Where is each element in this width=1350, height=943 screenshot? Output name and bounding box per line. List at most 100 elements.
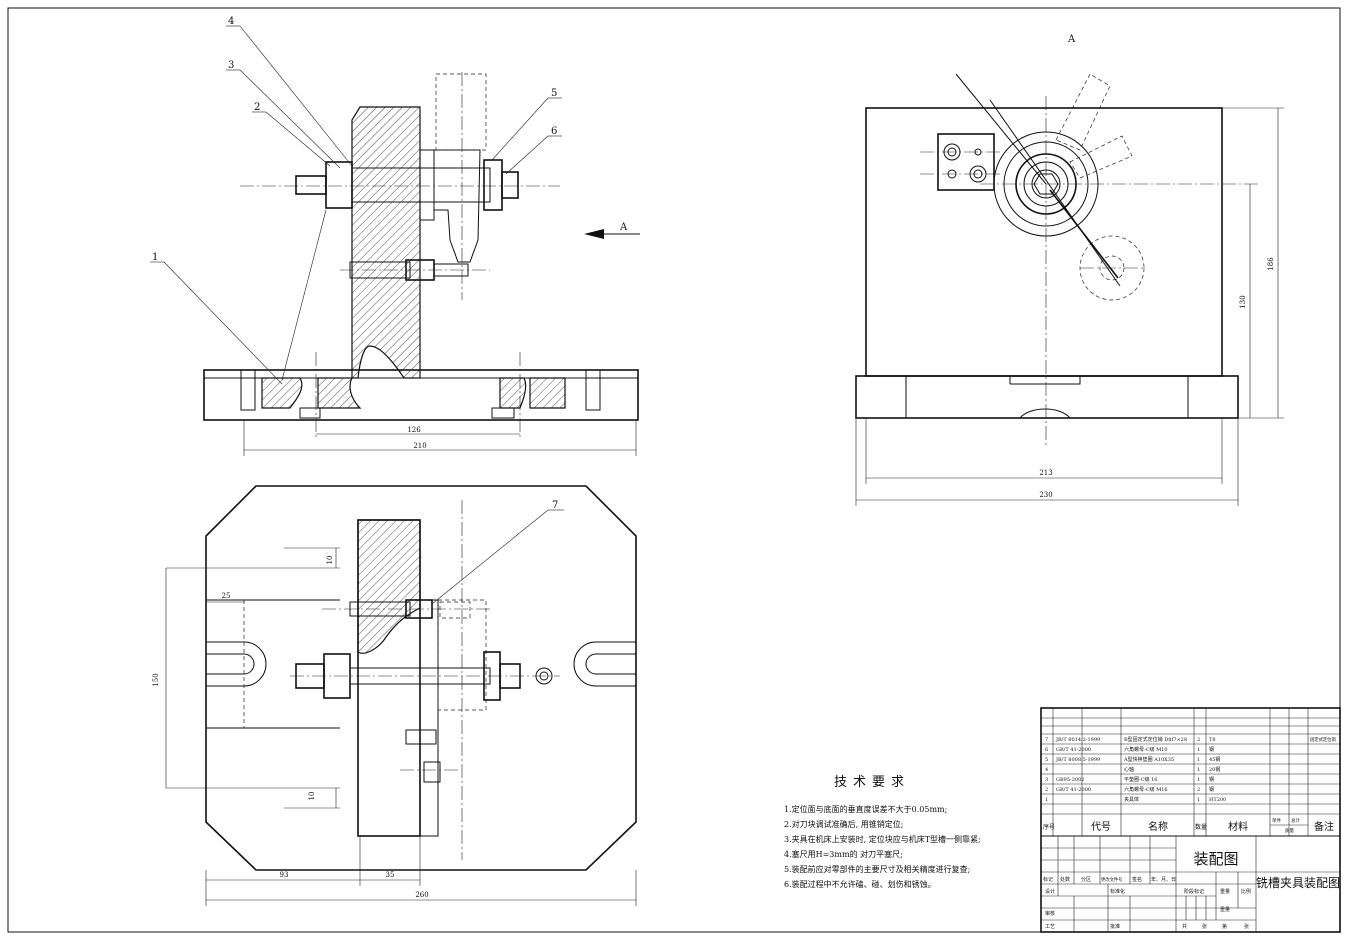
part-mat: 钢 xyxy=(1209,746,1214,753)
part-code: JB/T 8008.5-1999 xyxy=(1055,757,1100,763)
part-note: 固定式定位销 xyxy=(1310,736,1336,743)
drawing-name: 装配图 xyxy=(1193,850,1238,868)
part-mat: T8 xyxy=(1209,737,1216,743)
balloon-3: 3 xyxy=(228,60,234,71)
tb-stage: 阶段标记 xyxy=(1184,888,1204,895)
part-qty: 1 xyxy=(1197,777,1200,783)
tech-req-item-5: 5.装配前应对零部件的主要尺寸及相关精度进行复查; xyxy=(784,864,970,874)
tb-date: 年、月、日 xyxy=(1151,876,1176,883)
header-qty: 数量 xyxy=(1195,823,1207,831)
tech-req-item-3: 3.夹具在机床上安装时, 定位块应与机床T型槽一侧靠紧; xyxy=(784,834,981,844)
dim-10-upper: 10 xyxy=(326,556,334,565)
part-name: 平垫圈-C级 16 xyxy=(1124,776,1157,783)
dim-150: 150 xyxy=(152,673,160,686)
part-mat: 45钢 xyxy=(1209,756,1220,763)
tech-req-title: 技术要求 xyxy=(834,775,910,790)
dim-260: 260 xyxy=(415,891,428,899)
dim-93: 93 xyxy=(280,871,289,879)
part-code: JB/T 8014.2-1999 xyxy=(1055,737,1100,743)
dim-25: 25 xyxy=(222,592,231,600)
part-mat: 钢 xyxy=(1209,786,1214,793)
header-total: 总计 xyxy=(1291,817,1300,824)
tb-sheet-unit-a: 张 xyxy=(1202,923,1207,930)
header-single: 单件 xyxy=(1272,817,1281,824)
tech-req-item-1: 1.定位面与底面的垂直度误差不大于0.05mm; xyxy=(784,804,947,814)
part-mat: 钢 xyxy=(1209,776,1214,783)
tb-mark: 标记 xyxy=(1043,876,1053,883)
part-no: 7 xyxy=(1045,737,1048,743)
tb-standard: 标准化 xyxy=(1110,888,1125,895)
view-arrow-label: A xyxy=(619,222,628,233)
dim-213: 213 xyxy=(1039,469,1052,477)
dim-126: 126 xyxy=(407,426,421,434)
header-code: 代号 xyxy=(1091,821,1111,833)
part-code: GB95-2002 xyxy=(1056,777,1084,783)
balloon-4: 4 xyxy=(228,16,234,27)
part-no: 6 xyxy=(1045,747,1048,753)
parts-header: 序号 代号 名称 数量 材料 单件 总计 质量 备注 xyxy=(1043,817,1334,834)
header-no: 序号 xyxy=(1043,823,1055,831)
dim-35: 35 xyxy=(386,871,395,879)
part-no: 3 xyxy=(1045,777,1048,783)
tb-weight-b: 重量 xyxy=(1220,906,1230,913)
header-weight: 质量 xyxy=(1285,827,1294,834)
view-a-label: A xyxy=(1067,34,1076,45)
tb-process: 工艺 xyxy=(1045,924,1055,930)
tb-review: 审核 xyxy=(1045,910,1055,917)
part-mat: HT200 xyxy=(1209,797,1226,803)
part-qty: 1 xyxy=(1197,757,1200,763)
tb-total-sheets: 共 xyxy=(1182,923,1187,930)
part-qty: 2 xyxy=(1197,737,1200,743)
balloon-2: 2 xyxy=(254,102,260,113)
part-name: 六角螺母-C级 M10 xyxy=(1124,746,1168,753)
part-name: 六角螺母-C级 M16 xyxy=(1124,786,1168,793)
title-block: 7 JB/T 8014.2-1999 B型固定式定位销 D8f7×28 2 T8… xyxy=(1040,707,1341,933)
front-section-view: 126 210 A 4 3 2 1 5 6 xyxy=(150,16,640,456)
drawing-title: 铣槽夹具装配图 xyxy=(1256,876,1340,890)
dim-130: 130 xyxy=(1239,295,1247,308)
tb-scale: 比例 xyxy=(1241,888,1251,895)
tech-req-item-2: 2.对刀块调试准确后, 用锥销定位; xyxy=(784,819,903,829)
balloon-6: 6 xyxy=(551,126,557,137)
balloon-7: 7 xyxy=(552,500,558,511)
header-mat: 材料 xyxy=(1228,820,1248,833)
part-no: 4 xyxy=(1045,767,1048,773)
tb-count: 处数 xyxy=(1060,876,1070,883)
part-qty: 1 xyxy=(1197,797,1200,803)
dim-186: 186 xyxy=(1267,257,1275,271)
part-mat: 20钢 xyxy=(1209,766,1220,773)
tech-req-item-6: 6.装配过程中不允许磕、碰、划伤和锈蚀。 xyxy=(784,879,936,889)
balloon-1: 1 xyxy=(152,252,158,263)
part-qty: 2 xyxy=(1197,787,1200,793)
tech-req-item-4: 4.塞尺用H=3mm的 对刀平塞尺; xyxy=(784,849,903,859)
tb-approve: 批准 xyxy=(1110,923,1120,930)
tb-change-doc: 更改文件号 xyxy=(1101,876,1122,883)
drawing-border xyxy=(7,7,1341,933)
part-name: 心轴 xyxy=(1124,766,1134,773)
part-no: 1 xyxy=(1045,797,1048,803)
side-view-a: A 186 xyxy=(855,34,1284,506)
tb-weight-a: 重量 xyxy=(1220,888,1230,895)
header-name: 名称 xyxy=(1148,820,1168,833)
tb-sheet-no: 第 xyxy=(1222,923,1227,930)
balloon-5: 5 xyxy=(551,88,557,99)
tb-zone: 分区 xyxy=(1081,876,1091,883)
dim-210: 210 xyxy=(413,442,426,450)
tb-sheet-unit-b: 张 xyxy=(1244,923,1249,930)
technical-requirements: 技术要求 1.定位面与底面的垂直度误差不大于0.05mm; 2.对刀块调试准确后… xyxy=(784,775,981,889)
part-qty: 1 xyxy=(1197,747,1200,753)
header-note: 备注 xyxy=(1314,820,1334,833)
tb-sign: 签名 xyxy=(1132,876,1142,883)
part-no: 5 xyxy=(1045,757,1048,763)
part-code: GB/T 41-2000 xyxy=(1056,747,1091,753)
part-code: GB/T 41-2000 xyxy=(1056,787,1091,793)
part-name: A型快换垫圈 A10X35 xyxy=(1123,756,1174,763)
top-view: 150 10 10 25 93 35 260 7 xyxy=(152,485,637,906)
part-name: 夹具体 xyxy=(1124,796,1139,803)
balloon-leaders xyxy=(150,25,562,385)
part-no: 2 xyxy=(1045,787,1048,793)
dim-10-lower: 10 xyxy=(308,792,316,801)
tb-design: 设计 xyxy=(1045,888,1055,895)
part-qty: 1 xyxy=(1197,767,1200,773)
